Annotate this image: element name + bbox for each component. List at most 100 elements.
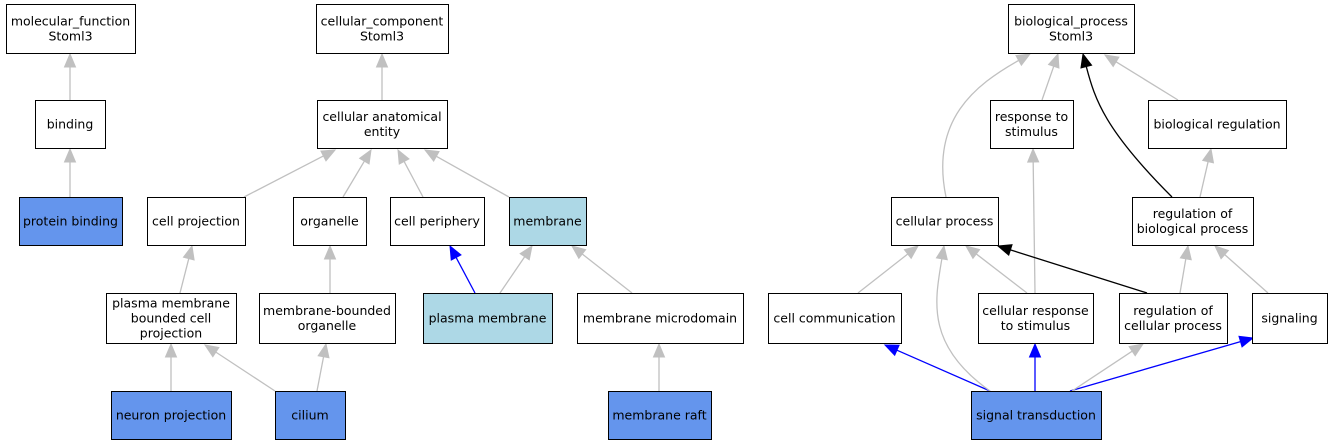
- edge-cellular-process-to-bp: [942, 53, 1032, 198]
- node-mf-box: [6, 4, 136, 54]
- node-cell-comm-box: [768, 293, 902, 344]
- node-signal-transduction-label-line: signal transduction: [976, 408, 1096, 423]
- node-signal-transduction: signal transduction: [971, 391, 1102, 440]
- edge-cell-periphery-to-cae-line: [403, 161, 424, 198]
- node-protein-binding: protein binding: [19, 197, 123, 246]
- edge-rts-to-bp-arrowhead: [1047, 52, 1060, 69]
- edge-protein-binding-to-binding: [63, 147, 77, 197]
- edge-membrane-microdomain-to-membrane-arrowhead: [570, 245, 587, 260]
- edge-signaling-to-rbp: [1214, 245, 1269, 294]
- node-pmbcp-label-line: projection: [140, 326, 202, 341]
- edge-signaling-to-rbp-arrowhead: [1214, 245, 1230, 260]
- edge-pmbcp-to-cell-projection-arrowhead: [182, 244, 195, 261]
- edge-rcp-to-cellular-process-line: [1010, 249, 1148, 294]
- edge-cilium-to-pmbcp-line: [215, 351, 276, 392]
- edge-rbp-to-bio-reg: [1199, 147, 1215, 198]
- node-rts-box: [990, 100, 1074, 149]
- edge-rts-to-bp-line: [1041, 66, 1055, 101]
- edge-signal-transduction-to-crts: [1028, 342, 1042, 391]
- edge-rcp-to-cellular-process: [996, 244, 1148, 294]
- node-crts-box: [978, 293, 1094, 344]
- node-cell-projection-box: [147, 197, 246, 246]
- edge-organelle-to-cae-line: [342, 160, 365, 198]
- edge-binding-to-mf: [63, 52, 77, 100]
- edge-mbo-to-organelle-arrowhead: [323, 244, 337, 260]
- node-membrane-microdomain-label-line: membrane microdomain: [583, 311, 737, 326]
- edge-signal-transduction-to-cellular-process: [935, 244, 991, 392]
- node-cilium-box: [275, 391, 346, 440]
- edge-cilium-to-pmbcp-arrowhead: [203, 344, 220, 358]
- edge-cell-periphery-to-cae: [397, 148, 424, 198]
- edge-organelle-to-cae-arrowhead: [358, 148, 372, 165]
- edge-signal-transduction-to-cellular-process-line: [936, 258, 991, 392]
- edge-bio-reg-to-bp-arrowhead: [1103, 54, 1120, 68]
- edge-cell-periphery-to-cae-arrowhead: [397, 148, 410, 165]
- node-bp-label-line: Stoml3: [1049, 29, 1093, 44]
- edge-signal-transduction-to-cell-comm-arrowhead: [883, 344, 900, 357]
- node-bio-reg-label-line: biological regulation: [1153, 117, 1280, 132]
- edge-cilium-to-mbo-line: [316, 356, 325, 392]
- edge-cae-to-cc: [375, 52, 389, 100]
- edge-binding-to-mf-arrowhead: [63, 52, 77, 68]
- edge-crts-to-cellular-process-line: [975, 253, 1028, 294]
- edge-signal-transduction-to-rcp: [1071, 343, 1145, 392]
- edge-rcp-to-cellular-process-arrowhead: [996, 244, 1013, 257]
- edge-signal-transduction-to-signaling-line: [1069, 340, 1241, 392]
- node-organelle-box: [293, 197, 367, 246]
- node-neuron-projection-box: [111, 391, 232, 440]
- node-plasma-membrane-label-line: plasma membrane: [429, 311, 547, 326]
- node-cilium: cilium: [275, 391, 346, 440]
- node-membrane-microdomain: membrane microdomain: [577, 293, 744, 344]
- node-cae-label-line: entity: [364, 124, 401, 139]
- node-neuron-projection: neuron projection: [111, 391, 232, 440]
- node-rbp-box: [1132, 197, 1254, 246]
- edge-cilium-to-mbo-arrowhead: [317, 342, 330, 359]
- node-cc-label-line: cellular_component: [321, 14, 444, 29]
- edge-cell-projection-to-cae: [243, 149, 337, 198]
- node-organelle-label-line: organelle: [300, 214, 359, 229]
- node-signaling-label-line: signaling: [1261, 311, 1317, 326]
- node-membrane-raft-box: [608, 391, 712, 440]
- edge-crts-to-rts-line: [1032, 161, 1036, 294]
- edge-signal-transduction-to-rcp-line: [1071, 350, 1133, 392]
- edge-signal-transduction-to-rcp-arrowhead: [1128, 343, 1145, 357]
- node-bp-label-line: biological_process: [1014, 14, 1128, 29]
- edge-cell-projection-to-cae-arrowhead: [320, 149, 337, 162]
- node-mf-label-line: Stoml3: [48, 29, 92, 44]
- node-cell-comm: cell communication: [768, 293, 902, 344]
- node-plasma-membrane-box: [423, 293, 553, 344]
- edge-rbp-to-bio-reg-line: [1199, 161, 1209, 198]
- node-membrane-label-line: membrane: [513, 214, 582, 229]
- edge-pmbcp-to-cell-projection: [179, 244, 195, 294]
- edge-plasma-membrane-to-cell-periphery-line: [455, 257, 476, 294]
- node-cell-periphery-label-line: cell periphery: [394, 214, 480, 229]
- edge-membrane-raft-to-membrane-microdomain: [652, 342, 666, 391]
- edge-membrane-raft-to-membrane-microdomain-arrowhead: [652, 342, 666, 358]
- node-binding-label-line: binding: [47, 117, 94, 132]
- node-pmbcp-label-line: bounded cell: [131, 311, 211, 326]
- edge-neuron-projection-to-pmbcp-arrowhead: [164, 342, 178, 358]
- node-plasma-membrane: plasma membrane: [423, 293, 553, 344]
- edge-crts-to-cellular-process-arrowhead: [964, 245, 981, 260]
- node-binding-box: [35, 100, 106, 149]
- node-pmbcp-box: [106, 293, 237, 344]
- node-cell-projection: cell projection: [147, 197, 246, 246]
- edge-signal-transduction-to-cell-comm: [883, 344, 991, 392]
- edge-mbo-to-organelle: [323, 244, 337, 293]
- node-signaling: signaling: [1252, 293, 1328, 344]
- edge-membrane-microdomain-to-membrane-line: [581, 253, 633, 294]
- node-rbp-label-line: biological process: [1137, 221, 1249, 236]
- edge-bio-reg-to-bp: [1103, 54, 1179, 101]
- node-rcp-box: [1119, 293, 1228, 344]
- edge-rts-to-bp: [1041, 52, 1060, 101]
- edge-membrane-to-cae: [423, 149, 510, 198]
- node-membrane: membrane: [509, 197, 587, 246]
- edge-rcp-to-rbp: [1179, 244, 1192, 294]
